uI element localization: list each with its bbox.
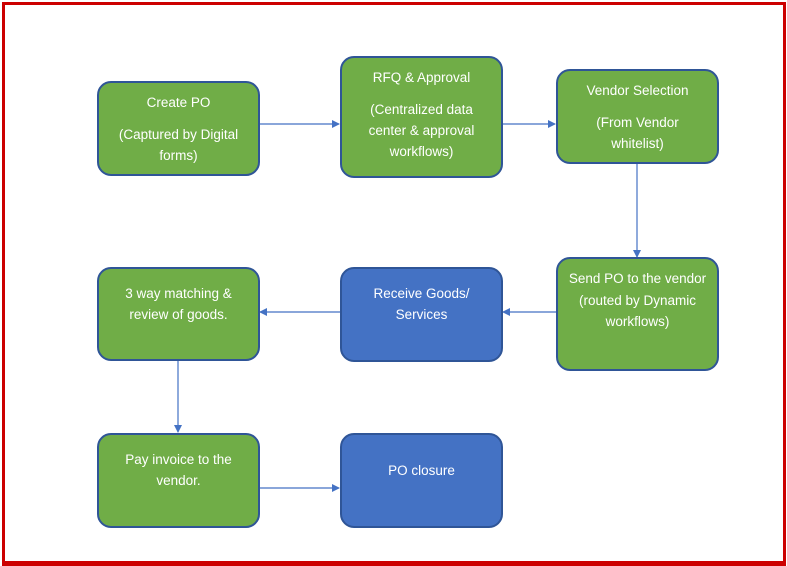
node-title: Receive Goods/ Services [373,286,470,322]
node-send-po: Send PO to the vendor (routed by Dynamic… [556,257,719,371]
node-title: RFQ & Approval [372,70,471,85]
node-three-way-matching: 3 way matching & review of goods. [97,267,260,361]
node-pay-invoice: Pay invoice to the vendor. [97,433,260,528]
node-receive-goods: Receive Goods/ Services [340,267,503,362]
node-subtitle: (Captured by Digital forms) [118,127,239,163]
node-rfq-approval: RFQ & Approval (Centralized data center … [340,56,503,178]
node-vendor-selection: Vendor Selection (From Vendor whitelist) [556,69,719,164]
node-title: Create PO [146,95,211,110]
node-title: Send PO to the vendor (routed by Dynamic… [568,271,707,329]
node-title: Vendor Selection [586,83,689,98]
node-title: 3 way matching & review of goods. [125,286,232,322]
node-title: Pay invoice to the vendor. [125,452,232,488]
node-po-closure: PO closure [340,433,503,528]
node-subtitle: (From Vendor whitelist) [596,115,679,151]
node-title: PO closure [388,463,455,478]
node-create-po: Create PO (Captured by Digital forms) [97,81,260,176]
node-subtitle: (Centralized data center & approval work… [368,102,475,159]
